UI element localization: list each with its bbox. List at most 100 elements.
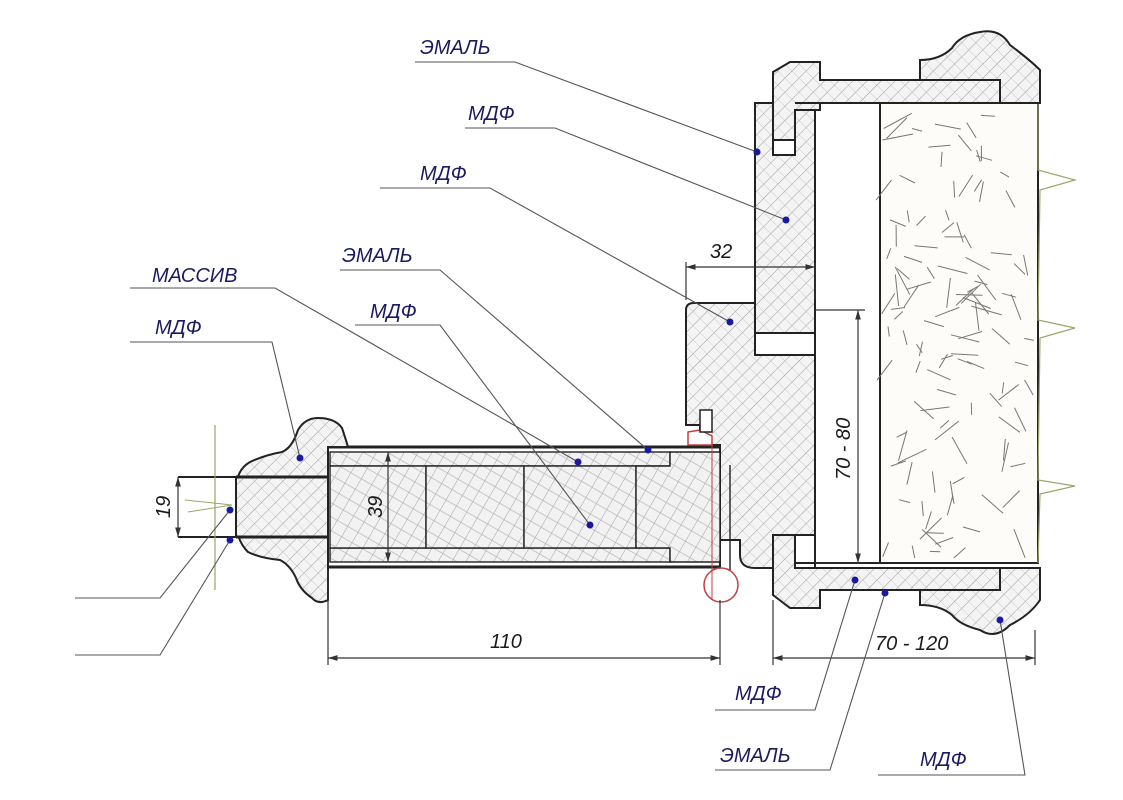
wall-fibre [1002,490,1020,509]
wall-fibre [951,436,968,464]
wall-fibre [981,494,1004,514]
wall-fibre [977,274,997,301]
wall-fibre [966,361,985,370]
wall-fibre [1005,190,1016,208]
wall-fibre [889,219,906,227]
wall-fibre [898,430,908,461]
wall-fibre [990,252,1012,256]
wall-fibre [894,311,904,320]
wall-fibre [1001,442,1009,472]
wall-fibre [911,128,923,132]
wall-fibre [950,353,979,356]
wall-fibre [940,151,943,168]
wall-fibre [974,301,980,331]
wall-fibre [906,210,910,223]
wall-fibre [935,537,954,545]
wall-fibre [965,256,990,271]
wall-fibre [906,281,931,290]
wall-fibre [875,179,892,201]
wall-fibre [935,306,960,318]
wall-fibre [966,122,977,139]
wall-fibre [956,222,964,243]
wall-fibre [918,341,923,357]
wall-fibre [882,133,914,141]
wall-fibre [1010,294,1022,320]
wall-fibre [891,307,906,310]
wall-fibre [906,462,913,485]
wall-fibre [958,331,983,340]
dim-70-120: 70 - 120 [875,633,948,655]
wall-fibre [894,274,900,307]
hinge-and-seal [687,409,739,603]
dim-110: 110 [490,631,522,653]
dim-70-80: 70 - 80 [833,418,855,480]
wall-fibre [896,268,910,280]
left-overlay-moulding [235,416,350,604]
wall-fibre [938,353,948,369]
wall-fibre [898,499,911,504]
wall-fibre [1001,292,1017,298]
wall-fibre [883,112,912,129]
wall-fibre [941,222,955,233]
label-enamel-mid: ЭМАЛЬ [342,245,413,267]
wall-fibre [976,149,981,162]
wall-fibre [975,155,993,161]
wall-fibre [926,266,935,279]
wall-fibre [963,234,972,249]
leader-lines [75,61,1026,776]
wall-fibre [946,277,951,308]
wall-fibre [1024,337,1035,341]
wall-fibre [953,180,956,198]
label-mdf-bottom-2: МДФ [920,749,967,771]
wall-fibre [1014,361,1029,367]
wall-fibre [1000,171,1010,178]
label-mdf-top-2: МДФ [420,163,467,185]
material-labels: ЭМАЛЬ МДФ МДФ ЭМАЛЬ МАССИВ МДФ МДФ МДФ Э… [152,37,967,771]
wall-fibre [882,542,889,557]
wall-section [875,102,1078,564]
wall-fibre [934,123,961,130]
wall-fibre [925,511,932,530]
wall-fibre [952,477,965,485]
wall-fibre [926,369,951,381]
wall-fibre [921,500,924,517]
wall-fibre [921,529,942,548]
wall-fibre [1001,382,1005,394]
dimension-lines [175,262,1036,665]
label-mdf-bottom-1: МДФ [735,683,782,705]
wall-fibre [890,460,906,467]
wall-fibre [923,320,945,328]
wall-fibre [915,360,921,373]
wall-fibre [903,255,923,263]
wall-fibre [989,392,1003,407]
wall-fibre [1023,254,1029,276]
wall-fibre [1024,379,1034,396]
wall-fibre [950,334,980,343]
wall-fibre [957,358,973,365]
wall-fibre [928,144,951,148]
wall-fibre [958,174,974,197]
callout-dots [226,148,1004,624]
wall-fibre [1014,407,1027,432]
wall-fibre [920,406,950,412]
wall-fibre [991,328,1011,345]
wall-fibre [1013,263,1026,275]
label-enamel-top: ЭМАЛЬ [420,37,491,59]
wall-fibre [886,248,892,260]
wall-fibre [886,117,908,139]
wall-fibre [979,181,984,202]
dim-39: 39 [365,496,387,518]
wall-fibre [951,492,955,504]
wall-fibre [902,330,908,346]
bottom-platband [772,534,1041,635]
wall-fibre [931,471,936,493]
wall-fibre [962,297,991,309]
wall-fibre [974,280,988,286]
wall-fibre [998,416,1021,433]
wall-fibre [897,448,927,464]
wall-fibre [894,266,911,295]
wall-fibre [903,284,920,308]
wall-fibre [1013,528,1026,558]
wall-fibre [881,293,896,315]
